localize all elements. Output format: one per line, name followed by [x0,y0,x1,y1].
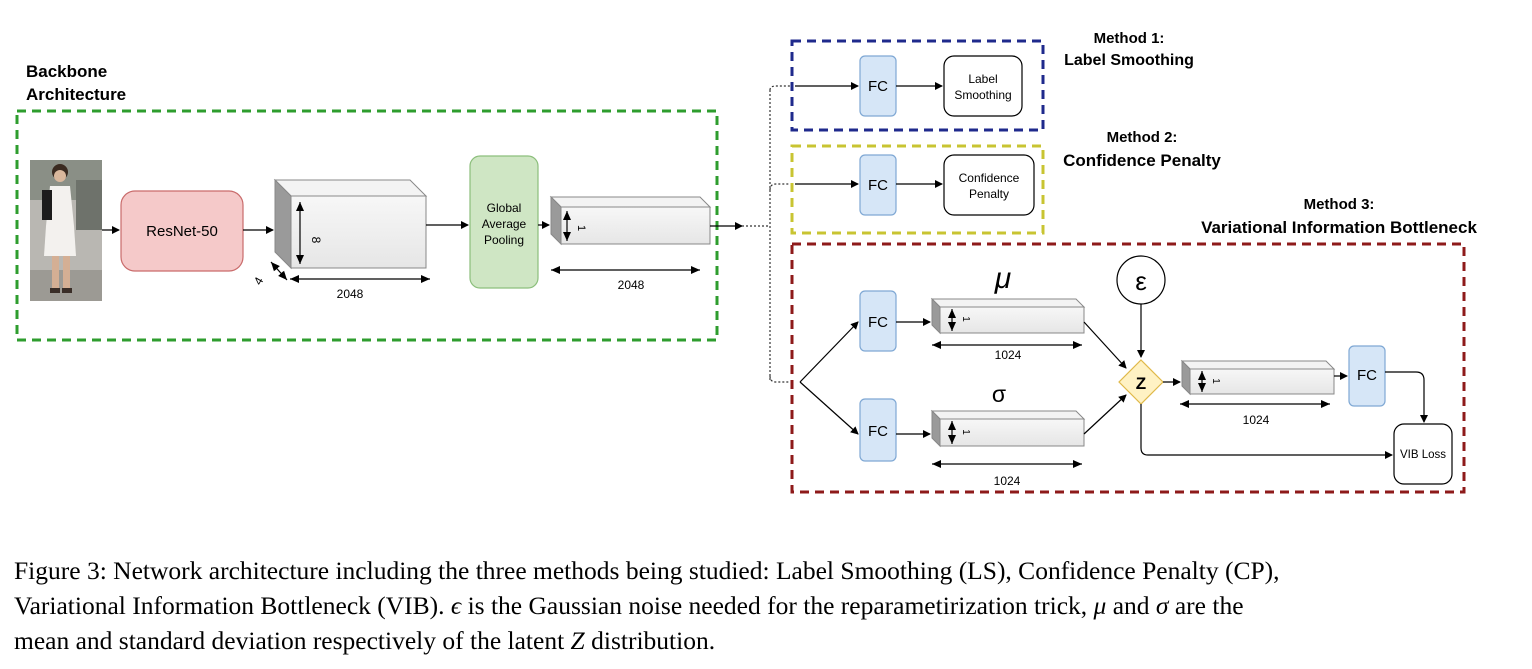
caption-mu: μ [1093,591,1107,620]
method1-frame [790,39,1045,132]
method3-fc-mu-label: FC [868,314,888,331]
method3-fc-mu-block [859,290,897,352]
feature-map-block [273,178,428,270]
mu-vector-block [930,297,1086,335]
caption-text: distribution. [584,626,716,655]
method3-fc-out-block [1348,345,1386,407]
caption-z: Z [570,626,585,655]
confidence-penalty-line1: Confidence [959,171,1020,185]
confidence-penalty-block [943,154,1035,216]
gap-block [469,155,539,289]
caption-text: are the [1168,591,1244,620]
sigma-label: σ [992,381,1006,407]
caption-sigma: σ [1155,591,1169,620]
backbone-title-line2: Architecture [26,85,126,104]
confidence-penalty-line2: Penalty [969,187,1009,201]
method2-title-line1: Method 2: [1107,129,1178,146]
label-smoothing-block [943,55,1023,117]
figure-caption: Figure 3: Network architecture including… [14,553,1514,658]
feature-map-width: 2048 [337,287,364,301]
method3-title-line1: Method 3: [1304,196,1375,213]
method3-fc-out-label: FC [1357,367,1377,384]
resnet-block [120,190,244,272]
pooled-vector-block [549,195,712,246]
epsilon-label: ε [1135,266,1147,296]
method3-title-line2: Variational Information Bottleneck [1201,218,1477,237]
architecture-diagram: Backbone Architecture Method 1: Label Sm… [15,30,1477,494]
z-label: Z [1136,374,1146,393]
feature-map-depth: 4 [251,274,267,287]
sigma-vector-height: 1 [960,429,971,435]
z-vector-height: 1 [1210,378,1221,384]
vib-loss-label: VIB Loss [1400,449,1446,461]
method2-title-line2: Confidence Penalty [1063,151,1221,170]
sigma-vector-width: 1024 [994,474,1021,488]
z-vector-width: 1024 [1243,413,1270,427]
z-vector-block [1180,359,1336,396]
caption-text: and [1106,591,1156,620]
method3-fc-sigma-label: FC [868,423,888,440]
pooled-vector-width: 2048 [618,278,645,292]
method3-frame [790,242,1466,494]
caption-line2: Variational Information Bottleneck (VIB)… [14,588,1514,623]
mu-label: μ [994,262,1011,295]
person-image [30,160,102,301]
mu-vector-width: 1024 [995,348,1022,362]
method1-title-line1: Method 1: [1094,30,1165,47]
method3-fc-sigma-block [859,398,897,462]
sigma-vector-block [930,409,1086,448]
method-connector [742,90,771,381]
pooled-vector-height: 1 [575,225,587,231]
caption-text: mean and standard deviation respectively… [14,626,571,655]
method1-title-line2: Label Smoothing [1064,52,1194,69]
mu-vector-height: 1 [960,316,971,322]
caption-text: Variational Information Bottleneck (VIB)… [14,591,451,620]
method2-fc-block [859,154,897,216]
label-smoothing-line1: Label [968,72,997,86]
gap-label-line2: Average [482,217,527,231]
caption-line1: Figure 3: Network architecture including… [14,556,1280,585]
vib-loss-block [1393,423,1453,485]
gap-label-line1: Global [487,201,522,215]
resnet-label: ResNet-50 [146,223,218,240]
method2-frame [790,144,1045,235]
backbone-title-line1: Backbone [26,62,107,81]
gap-label-line3: Pooling [484,233,524,247]
feature-map-height: 8 [309,237,323,244]
caption-epsilon: ϵ [450,591,462,620]
method1-fc-label: FC [868,78,888,95]
label-smoothing-line2: Smoothing [954,88,1011,102]
method2-fc-label: FC [868,177,888,194]
caption-line3: mean and standard deviation respectively… [14,623,1514,658]
caption-text: is the Gaussian noise needed for the rep… [461,591,1094,620]
